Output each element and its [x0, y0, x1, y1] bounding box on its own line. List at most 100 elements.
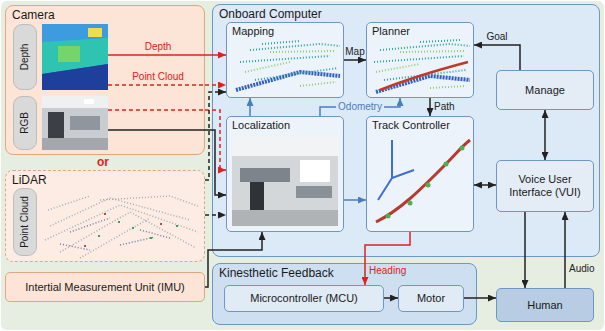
sensor-lead-line: [108, 84, 205, 86]
connector-arrow: [205, 214, 226, 216]
map-point-cloud: [245, 51, 336, 86]
box-label: Intertial Measurement Unit (IMU): [25, 281, 185, 294]
connector-arrow: [464, 297, 496, 299]
note-label: or: [97, 155, 109, 169]
sensor-lead-line: [108, 55, 205, 130]
connector-arrow: [249, 98, 251, 116]
rgb-photo: [48, 112, 64, 138]
edge-label: Path: [434, 101, 455, 113]
rgb-photo: [42, 96, 108, 108]
box-title: Onboard Computer: [219, 7, 593, 21]
lidar-point-cloud: [84, 214, 162, 246]
localization-photo: [232, 210, 338, 226]
lidar-point-cloud: [98, 222, 178, 238]
edge-label: Depth: [145, 41, 172, 53]
track-controller-plot: [426, 183, 431, 188]
planner-point-cloud: [376, 51, 466, 88]
sensor-lead-line: [108, 129, 205, 130]
box-label: Manage: [525, 84, 565, 97]
rgb-photo: [70, 116, 100, 130]
rgb-photo: [42, 138, 108, 150]
sensor-tag: Depth: [13, 24, 37, 90]
edge-label: Map: [345, 46, 364, 58]
depth-image: [58, 46, 80, 62]
sensor-tag-label: RGB: [19, 112, 31, 134]
connector-arrow: [205, 92, 226, 180]
sensor-lead-line: [108, 54, 205, 56]
connector-arrow: [205, 84, 226, 86]
localization-photo: [296, 186, 332, 198]
rgb-photo: [42, 96, 108, 150]
rgb-photo: [84, 99, 94, 104]
connector-arrow: [344, 59, 366, 61]
sensor-group: LiDAR Point Cloud: [5, 170, 205, 262]
localization-photo: [240, 168, 290, 182]
connector-arrow: [205, 54, 226, 56]
connector-arrow: [205, 110, 226, 170]
lidar-point-cloud: [45, 196, 198, 258]
box-title: LiDAR: [12, 173, 198, 187]
localization-photo: [232, 136, 338, 156]
feedback-group: Kinesthetic FeedbackMicrocontroller (MCU…: [212, 263, 477, 325]
track-controller-plot: [444, 162, 449, 167]
box-label: Microcontroller (MCU): [250, 292, 358, 305]
edge-label: Audio: [569, 263, 595, 275]
box-title: Track Controller: [372, 119, 468, 132]
lidar-point-cloud: [45, 196, 198, 258]
depth-image: [42, 24, 108, 90]
box-title: Kinesthetic Feedback: [219, 266, 470, 280]
box-title: Mapping: [232, 25, 338, 38]
box-title: Localization: [232, 119, 338, 132]
actor-box: Human: [496, 288, 594, 322]
box-label: Voice User Interface (VUI): [501, 173, 589, 199]
process-box: Microcontroller (MCU): [224, 285, 384, 312]
connector-arrow: [474, 45, 520, 70]
sensor-tag: Point Cloud: [13, 188, 37, 256]
sensor-tag: RGB: [13, 96, 37, 150]
box-title: Planner: [372, 25, 468, 38]
localization-photo: [232, 136, 338, 226]
sensor-tag-label: Depth: [19, 44, 31, 71]
depth-image: [42, 24, 108, 90]
box-title: Camera: [12, 8, 198, 22]
map-point-cloud: [240, 41, 340, 80]
sensor-tag-label: Point Cloud: [19, 196, 31, 248]
connector-arrow: [365, 232, 410, 285]
lidar-point-cloud: [60, 218, 170, 250]
connector-arrow: [564, 212, 566, 288]
map-point-cloud: [236, 41, 340, 90]
edge-label: Odometry: [336, 101, 384, 113]
localization-photo: [232, 136, 338, 226]
track-controller-plot: [378, 170, 414, 200]
edge-label: Heading: [369, 265, 406, 277]
edge-label: Point Cloud: [132, 71, 184, 83]
rgb-photo: [42, 96, 108, 150]
connector-arrow: [429, 98, 431, 116]
track-controller-plot: [386, 214, 391, 219]
depth-image: [42, 64, 108, 90]
process-box: Motor: [398, 285, 464, 312]
connector-arrow: [320, 98, 400, 116]
planner-point-cloud: [374, 40, 470, 92]
depth-image: [88, 28, 102, 37]
connector-arrow: [544, 110, 546, 160]
module-box: Track Controller: [366, 116, 474, 232]
connector-arrow: [384, 297, 398, 299]
process-box: Voice User Interface (VUI): [496, 160, 594, 212]
track-controller-plot: [391, 140, 393, 178]
track-controller-plot: [376, 140, 470, 222]
track-controller-plot: [460, 146, 465, 151]
connector-arrow: [205, 130, 226, 195]
connector-arrow: [344, 199, 366, 201]
sensor-lead-line: [108, 109, 205, 111]
connector-arrow: [524, 212, 526, 288]
box-label: Motor: [417, 292, 445, 305]
connector-arrow: [474, 184, 496, 186]
localization-photo: [250, 182, 264, 210]
box-label: Human: [527, 299, 562, 312]
edge-label: Goal: [486, 31, 507, 43]
track-controller-plot: [408, 201, 413, 206]
process-box: Manage: [496, 70, 594, 110]
track-controller-plot: [376, 140, 470, 222]
localization-photo: [300, 160, 330, 182]
